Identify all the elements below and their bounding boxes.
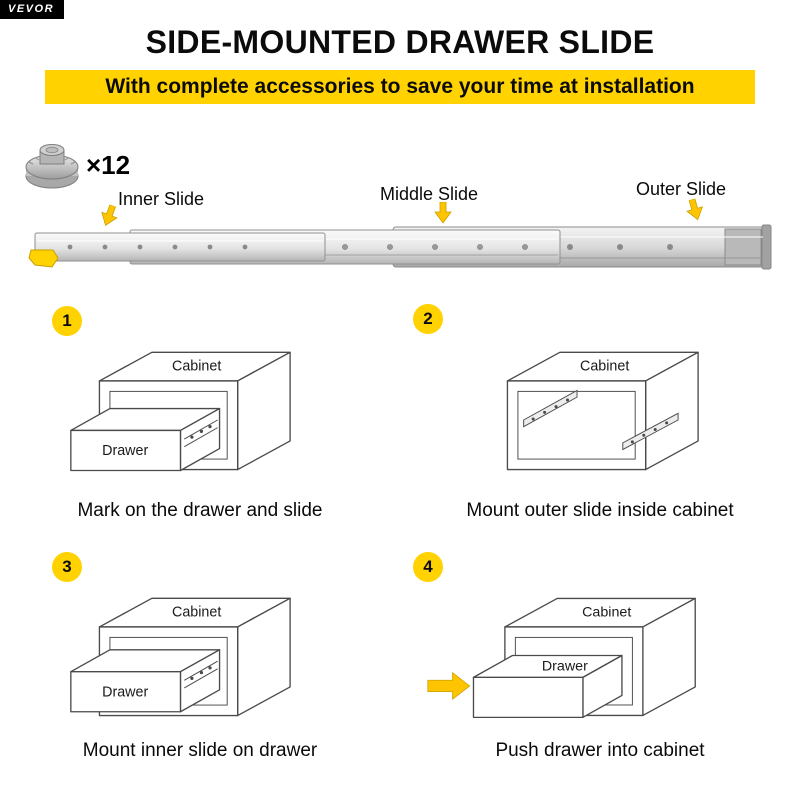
- step-1-cabinet-diagram: Cabinet Drawer: [70, 351, 291, 472]
- release-lever-icon: [28, 249, 59, 268]
- step-3-cabinet-diagram: Cabinet Drawer: [70, 597, 291, 717]
- right-arrow-icon: [427, 671, 471, 701]
- page-title: SIDE-MOUNTED DRAWER SLIDE: [145, 24, 655, 60]
- step-number: 4: [423, 557, 433, 576]
- cabinet-label: Cabinet: [172, 358, 221, 374]
- cabinet-label: Cabinet: [580, 358, 629, 374]
- down-arrow-icon: [434, 202, 452, 224]
- screw-icon: [25, 144, 79, 189]
- drawer-label: Drawer: [542, 659, 588, 675]
- down-arrow-icon: [686, 198, 704, 221]
- cabinet-label: Cabinet: [582, 604, 631, 620]
- drawer-slide-illustration: [28, 224, 772, 270]
- step-1-caption: Mark on the drawer and slide: [77, 500, 323, 521]
- step-3-caption: Mount inner slide on drawer: [82, 740, 318, 761]
- outer-slide-label: Outer Slide: [636, 179, 727, 199]
- inner-slide-label: Inner Slide: [118, 189, 205, 209]
- inner-slide-rail: [34, 232, 326, 262]
- step-4-caption: Push drawer into cabinet: [495, 740, 705, 761]
- step-number: 3: [62, 557, 72, 576]
- step-2-caption: Mount outer slide inside cabinet: [466, 500, 734, 521]
- step-2-badge: 2: [413, 304, 443, 334]
- subtitle-text: With complete accessories to save your t…: [105, 75, 695, 98]
- brand-logo: VEVOR: [0, 0, 65, 19]
- step-4-cabinet-diagram: Cabinet Drawer: [427, 597, 696, 719]
- step-4-badge: 4: [413, 552, 443, 582]
- drawer-label: Drawer: [102, 443, 148, 459]
- down-arrow-icon: [101, 204, 118, 227]
- subtitle-banner: With complete accessories to save your t…: [45, 70, 755, 104]
- step-2-cabinet-diagram: Cabinet: [506, 351, 699, 471]
- mounted-slide-rails: [523, 389, 679, 451]
- cabinet-label: Cabinet: [172, 604, 221, 620]
- middle-slide-label: Middle Slide: [380, 184, 479, 204]
- step-1-badge: 1: [52, 306, 82, 336]
- step-number: 2: [423, 309, 433, 328]
- drawer-label: Drawer: [102, 684, 148, 700]
- screw-count: ×12: [86, 150, 131, 180]
- step-number: 1: [62, 311, 72, 330]
- step-3-badge: 3: [52, 552, 82, 582]
